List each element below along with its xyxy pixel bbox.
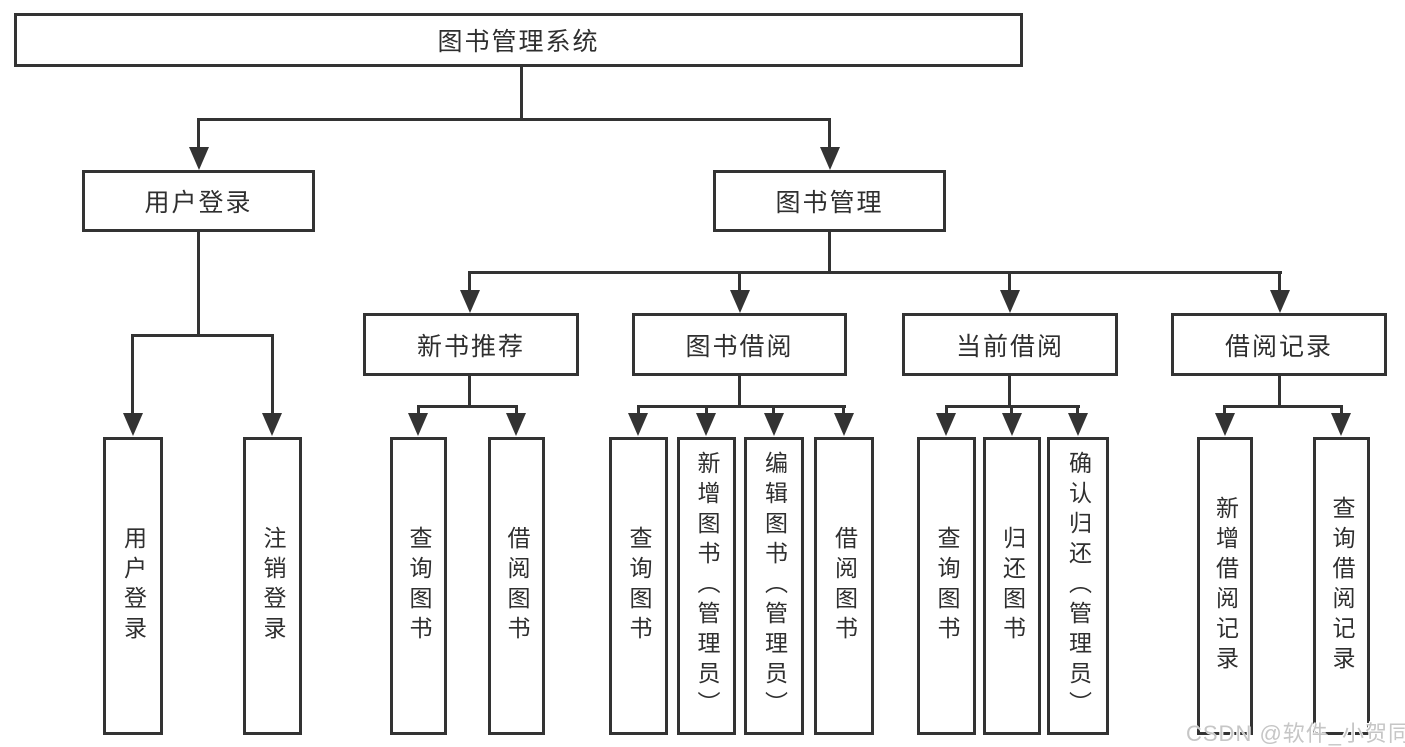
leaf-edit-book-admin-label: 编辑图书（管理员） [761,451,788,721]
connector-root-stem [520,67,523,119]
connector-user-login-branch [132,334,274,337]
node-borrow-record-label: 借阅记录 [1224,332,1333,361]
node-book-borrow-label: 图书借阅 [685,332,794,361]
connector-arrow-book-borrow-stem [738,271,741,292]
arrow-down-icon [696,413,716,436]
connector-arrow-leaf-stem [1223,405,1226,417]
connector-level2-branch [198,118,831,121]
node-new-book-recommend-label: 新书推荐 [416,332,525,361]
connector-book-borrow-stem [738,376,741,408]
connector-arrow-leaf-stem [417,405,420,417]
leaf-query-borrow-record: 查询借阅记录 [1313,437,1370,735]
leaf-borrow-book: 借阅图书 [814,437,874,735]
arrow-down-icon [460,290,480,313]
connector-arrow-leaf-stem [772,405,775,417]
connector-borrow-record-stem [1278,376,1281,408]
leaf-query-book-borrow: 查询图书 [609,437,668,735]
connector-arrow-leaf-stem [842,405,845,417]
arrow-down-icon [506,413,526,436]
connector-arrow-leaf-stem [131,334,134,414]
connector-arrow-leaf-stem [1340,405,1343,417]
node-user-login-label: 用户登录 [144,189,253,217]
watermark-text: CSDN @软件_小贺同学 [1186,721,1405,746]
node-root-label: 图书管理系统 [437,28,600,56]
arrow-down-icon [764,413,784,436]
leaf-add-borrow-record-label: 新增借阅记录 [1212,496,1239,676]
connector-arrow-leaf-stem [1076,405,1079,417]
leaf-user-login: 用户登录 [103,437,163,735]
leaf-return-book: 归还图书 [983,437,1041,735]
arrow-down-icon [1002,413,1022,436]
arrow-down-icon [834,413,854,436]
node-current-borrow-label: 当前借阅 [955,332,1064,361]
leaf-user-login-label: 用户登录 [120,526,147,646]
arrow-down-icon [1331,413,1351,436]
leaf-add-book-admin: 新增图书（管理员） [677,437,736,735]
leaf-add-borrow-record: 新增借阅记录 [1197,437,1253,735]
connector-book-mgmt-stem [828,232,831,273]
node-user-login: 用户登录 [82,170,315,232]
arrow-down-icon [1000,290,1020,313]
connector-arrow-new-book-stem [468,271,471,292]
node-borrow-record: 借阅记录 [1171,313,1387,376]
leaf-query-book-current: 查询图书 [917,437,976,735]
connector-arrow-leaf-stem [705,405,708,417]
node-book-borrow: 图书借阅 [632,313,847,376]
leaf-query-book-recommend: 查询图书 [390,437,447,735]
connector-current-borrow-stem [1008,376,1011,408]
connector-book-borrow-branch [637,405,846,408]
node-new-book-recommend: 新书推荐 [363,313,579,376]
arrow-down-icon [262,413,282,436]
connector-level3-branch [469,271,1282,274]
connector-user-login-stem [197,232,200,336]
leaf-borrow-book-recommend-label: 借阅图书 [504,526,530,646]
node-book-management: 图书管理 [713,170,946,232]
arrow-down-icon [936,413,956,436]
leaf-return-book-label: 归还图书 [999,526,1026,646]
connector-arrow-leaf-stem [1010,405,1013,417]
arrow-down-icon [189,147,209,170]
arrow-down-icon [730,290,750,313]
leaf-query-book-borrow-label: 查询图书 [626,526,652,646]
arrow-down-icon [628,413,648,436]
leaf-edit-book-admin: 编辑图书（管理员） [744,437,804,735]
connector-borrow-record-branch [1224,405,1343,408]
connector-new-book-branch [417,405,518,408]
node-book-management-label: 图书管理 [775,189,884,217]
arrow-down-icon [408,413,428,436]
leaf-logout-login: 注销登录 [243,437,302,735]
leaf-confirm-return-admin-label: 确认归还（管理员） [1065,451,1092,721]
arrow-down-icon [820,147,840,170]
leaf-query-book-current-label: 查询图书 [934,526,960,646]
connector-arrow-leaf-stem [515,405,518,417]
connector-new-book-stem [468,376,471,408]
node-current-borrow: 当前借阅 [902,313,1118,376]
arrow-down-icon [1270,290,1290,313]
connector-arrow-current-borrow-stem [1008,271,1011,292]
connector-arrow-leaf-stem [271,334,274,414]
connector-arrow-leaf-stem [945,405,948,417]
arrow-down-icon [1068,413,1088,436]
arrow-down-icon [123,413,143,436]
leaf-borrow-book-recommend: 借阅图书 [488,437,545,735]
leaf-logout-login-label: 注销登录 [260,526,286,646]
connector-arrow-leaf-stem [637,405,640,417]
connector-arrow-user-login-stem [197,118,200,148]
connector-arrow-borrow-record-stem [1278,271,1281,292]
leaf-borrow-book-label: 借阅图书 [831,526,858,646]
arrow-down-icon [1215,413,1235,436]
leaf-confirm-return-admin: 确认归还（管理员） [1047,437,1109,735]
leaf-query-borrow-record-label: 查询借阅记录 [1329,496,1355,676]
connector-arrow-book-mgmt-stem [828,118,831,148]
node-root: 图书管理系统 [14,13,1023,67]
leaf-query-book-recommend-label: 查询图书 [406,526,432,646]
leaf-add-book-admin-label: 新增图书（管理员） [694,451,720,721]
